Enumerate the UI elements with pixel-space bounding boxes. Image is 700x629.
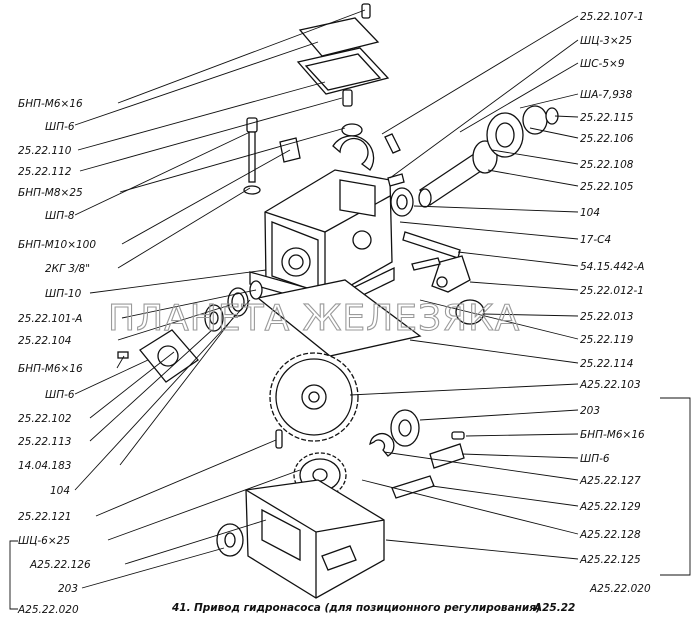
coupling — [486, 105, 559, 158]
label-left-21: 203 — [58, 583, 78, 595]
label-right-12: 25.22.012-1 — [580, 285, 644, 297]
gasket-plate — [256, 279, 422, 357]
label-left-16: 14.04.183 — [18, 460, 71, 472]
figure-caption: 41. Привод гидронасоса (для позиционного… — [171, 602, 575, 614]
dowel-pin — [275, 429, 283, 449]
label-right-3: ШС-5×9 — [580, 58, 625, 70]
key — [384, 133, 401, 154]
label-left-12: БНП-М6×16 — [18, 363, 83, 375]
label-right-16: А25.22.103 — [579, 379, 641, 391]
label-right-15: 25.22.114 — [580, 358, 633, 370]
left-labels: БНП-М6×16 ШП-6 25.22.110 25.22.112 БНП-М… — [17, 98, 96, 616]
link-plate — [429, 443, 465, 469]
caption-code: А25.22 — [533, 602, 575, 614]
watermark: ПЛАНЕТА ЖЕЛЕЗЯКА — [108, 298, 520, 339]
label-right-21: А25.22.129 — [579, 501, 641, 513]
label-right-2: ШЦ-3×25 — [580, 35, 632, 47]
label-left-11: 25.22.104 — [18, 335, 71, 347]
label-left-9: ШП-10 — [45, 288, 82, 300]
bearing-203-right — [369, 409, 465, 457]
label-left-18: 25.22.121 — [18, 511, 71, 523]
label-right-10: 17-С4 — [580, 234, 611, 246]
label-right-24: А25.22.020 — [589, 583, 651, 595]
label-left-2: ШП-6 — [45, 121, 75, 133]
caption-number: 41. — [171, 602, 191, 614]
parts-drawing — [117, 3, 559, 599]
label-right-19: ШП-6 — [580, 453, 610, 465]
drive-shaft — [418, 140, 498, 208]
lever-assembly — [402, 231, 485, 325]
pump-housing — [249, 169, 395, 309]
right-labels: 25.22.107-1 ШЦ-3×25 ШС-5×9 ША-7,938 25.2… — [579, 11, 651, 595]
label-left-5: БНП-М8×25 — [18, 187, 83, 199]
label-left-19: ШЦ-6×25 — [18, 535, 70, 547]
label-left-22: А25.22.020 — [17, 604, 79, 616]
label-left-8: 2КГ 3/8" — [45, 263, 90, 275]
large-gear — [269, 352, 359, 442]
label-right-13: 25.22.013 — [580, 311, 633, 323]
bearing-203-left — [216, 523, 244, 557]
label-right-5: 25.22.115 — [580, 112, 634, 124]
label-right-8: 25.22.105 — [580, 181, 634, 193]
caption-text: Привод гидронасоса (для позиционного рег… — [194, 602, 541, 614]
bearing-right — [390, 187, 414, 217]
label-right-11: 54.15.442-А — [580, 261, 644, 273]
long-bolt — [243, 117, 301, 195]
circlip — [332, 135, 375, 171]
label-left-10: 25.22.101-А — [18, 313, 82, 325]
label-right-23: А25.22.125 — [579, 554, 641, 566]
label-left-6: ШП-8 — [45, 210, 75, 222]
label-left-15: 25.22.113 — [18, 436, 71, 448]
label-left-17: 104 — [50, 485, 70, 497]
label-right-9: 104 — [580, 207, 600, 219]
label-right-7: 25.22.108 — [580, 159, 634, 171]
label-right-18: БНП-М6×16 — [580, 429, 645, 441]
label-right-14: 25.22.119 — [580, 334, 634, 346]
label-left-3: 25.22.110 — [18, 145, 72, 157]
label-left-20: А25.22.126 — [29, 559, 91, 571]
label-left-14: 25.22.102 — [18, 413, 72, 425]
leader-lines — [9, 9, 691, 610]
label-right-6: 25.22.106 — [580, 133, 634, 145]
top-cover-plate — [296, 3, 390, 137]
label-left-7: БНП-М10×100 — [18, 239, 96, 251]
label-right-1: 25.22.107-1 — [580, 11, 644, 23]
label-right-17: 203 — [580, 405, 600, 417]
axle — [391, 475, 435, 499]
label-left-13: ШП-6 — [45, 389, 75, 401]
pin — [387, 173, 405, 187]
label-right-22: А25.22.128 — [579, 529, 641, 541]
label-left-4: 25.22.112 — [18, 166, 72, 178]
label-right-20: А25.22.127 — [579, 475, 641, 487]
label-right-4: ША-7,938 — [580, 89, 633, 101]
lower-housing — [245, 479, 385, 599]
label-left-1: БНП-М6×16 — [18, 98, 83, 110]
